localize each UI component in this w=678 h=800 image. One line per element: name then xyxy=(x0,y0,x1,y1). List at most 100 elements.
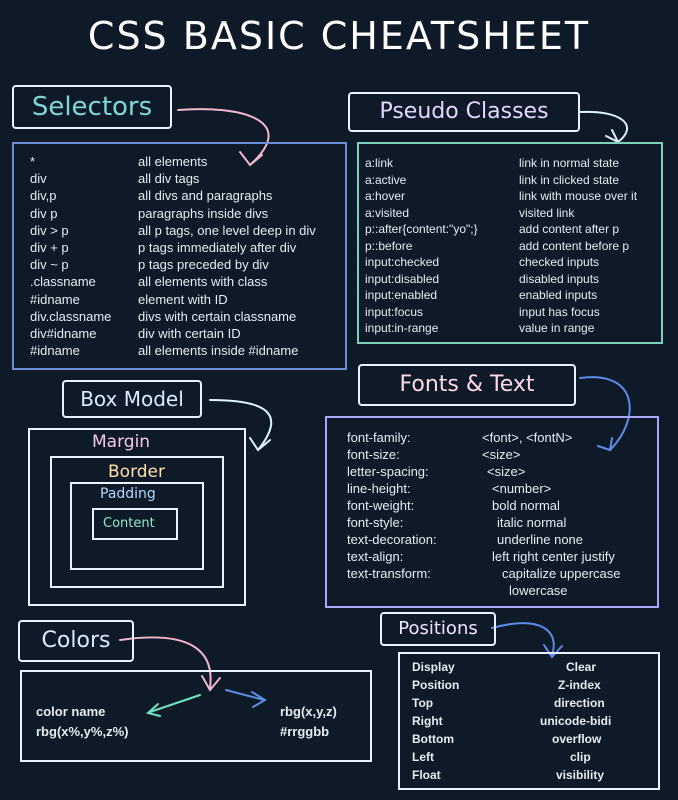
selector-description: all div tags xyxy=(138,171,200,187)
font-property: text-decoration: xyxy=(347,532,437,547)
selectors-heading: Selectors xyxy=(31,92,153,122)
color-format-rgb: rbg(x,y,z) xyxy=(280,704,337,719)
selector-code: * xyxy=(30,154,36,169)
pseudo-class-code: input:disabled xyxy=(365,271,440,286)
font-property: text-align: xyxy=(347,549,404,564)
selector-description: element with ID xyxy=(138,291,228,307)
selector-description: div with certain ID xyxy=(138,326,241,341)
selector-description: all elements with class xyxy=(138,274,268,290)
selector-code: #idname xyxy=(30,343,80,359)
pseudo-class-description: enabled inputs xyxy=(519,288,598,302)
position-property: Display xyxy=(412,660,455,674)
colors-heading-box: Colors xyxy=(18,620,134,662)
fonts-heading-box: Fonts & Text xyxy=(358,364,576,406)
pseudo-class-code: input:in-range xyxy=(365,321,439,335)
font-property-values: capitalize uppercase xyxy=(502,566,621,581)
selector-code: .classname xyxy=(30,274,96,290)
padding-box xyxy=(70,482,204,570)
pseudo-class-description: link with mouse over it xyxy=(519,189,638,203)
selector-code: div > p xyxy=(30,222,69,238)
position-property: Bottom xyxy=(412,732,454,746)
font-property: letter-spacing: xyxy=(347,464,429,479)
fonts-heading: Fonts & Text xyxy=(399,372,535,397)
selector-description: all p tags, one level deep in div xyxy=(138,222,316,238)
selector-description: all elements xyxy=(138,154,208,169)
position-property: Z-index xyxy=(558,678,601,692)
pseudo-class-code: input:enabled xyxy=(365,288,438,302)
pseudo-heading-box: Pseudo Classes xyxy=(348,92,580,132)
selector-code: div ~ p xyxy=(30,257,69,273)
font-property-values: lowercase xyxy=(509,583,568,598)
font-property: text-transform: xyxy=(347,566,431,581)
selectors-heading-box: Selectors xyxy=(12,85,172,129)
font-property-values: <size> xyxy=(487,464,526,479)
font-property: font-size: xyxy=(347,447,400,462)
position-property: direction xyxy=(554,696,605,710)
pseudo-class-code: p::before xyxy=(365,238,413,253)
margin-box xyxy=(28,428,246,606)
pseudo-class-code: input:checked xyxy=(365,255,440,269)
selector-code: div.classname xyxy=(30,308,112,324)
color-format-name: color name xyxy=(36,704,106,719)
selector-description: all elements inside #idname xyxy=(138,343,299,359)
position-property: Clear xyxy=(566,660,597,674)
pseudo-class-code: a:hover xyxy=(365,189,406,203)
position-property: unicode-bidi xyxy=(540,714,612,728)
content-box xyxy=(92,508,178,540)
selector-code: div xyxy=(30,171,47,187)
font-property-values: <number> xyxy=(492,481,552,496)
font-property: font-style: xyxy=(347,515,404,530)
pseudo-class-description: disabled inputs xyxy=(519,271,600,286)
pseudo-class-code: a:active xyxy=(365,172,407,187)
pseudo-class-description: add content before p xyxy=(519,238,630,253)
content-label: Content xyxy=(103,516,155,531)
selector-description: p tags preceded by div xyxy=(138,257,269,273)
position-property: Float xyxy=(412,768,441,782)
selector-code: div p xyxy=(30,205,58,221)
selector-code: div + p xyxy=(30,240,69,255)
selector-description: p tags immediately after div xyxy=(138,240,297,255)
position-property: Top xyxy=(412,696,434,710)
box-model-heading-box: Box Model xyxy=(62,380,202,418)
colors-panel: color name rbg(x%,y%,z%) rbg(x,y,z) #rrg… xyxy=(20,670,372,762)
color-format-rgb-percent: rbg(x%,y%,z%) xyxy=(36,724,129,739)
font-property-values: <size> xyxy=(482,447,521,462)
pseudo-class-description: add content after p xyxy=(519,222,620,236)
positions-heading: Positions xyxy=(398,618,478,639)
fonts-panel: font-family: <font>, <fontN> font-size: <si… xyxy=(325,416,659,608)
positions-heading-box: Positions xyxy=(380,612,496,646)
color-format-hex: #rrggbb xyxy=(280,724,330,739)
position-property: Position xyxy=(412,678,460,692)
pseudo-class-code: p::after{content:"yo";} xyxy=(365,222,478,236)
box-model-heading: Box Model xyxy=(80,387,184,411)
selector-description: all divs and paragraphs xyxy=(138,188,273,204)
selector-code: div#idname xyxy=(30,326,97,341)
position-property: clip xyxy=(570,750,591,764)
pseudo-class-code: input:focus xyxy=(365,304,424,319)
font-property-values: <font>, <fontN> xyxy=(482,430,573,445)
pseudo-heading: Pseudo Classes xyxy=(379,99,549,124)
pseudo-class-description: checked inputs xyxy=(519,255,600,269)
colors-heading: Colors xyxy=(41,628,111,653)
pseudo-class-description: link in clicked state xyxy=(519,172,620,187)
font-property-values: underline none xyxy=(497,532,584,547)
pseudo-class-code: a:link xyxy=(365,156,394,170)
font-property-values: italic normal xyxy=(497,515,567,530)
border-label: Border xyxy=(108,462,165,482)
pseudo-class-code: a:visited xyxy=(365,205,410,220)
pseudo-class-description: value in range xyxy=(519,321,595,335)
position-property: visibility xyxy=(556,768,605,782)
pseudo-class-description: visited link xyxy=(519,205,575,220)
font-property: font-weight: xyxy=(347,498,415,513)
font-property-values: bold normal xyxy=(492,498,560,513)
page-title: CSS BASIC CHEATSHEET xyxy=(87,14,591,58)
selector-code: #idname xyxy=(30,291,80,307)
border-box xyxy=(50,456,224,588)
font-property: font-family: xyxy=(347,430,411,445)
padding-label: Padding xyxy=(100,486,156,502)
font-property-values: left right center justify xyxy=(492,549,615,564)
font-property: line-height: xyxy=(347,481,411,496)
